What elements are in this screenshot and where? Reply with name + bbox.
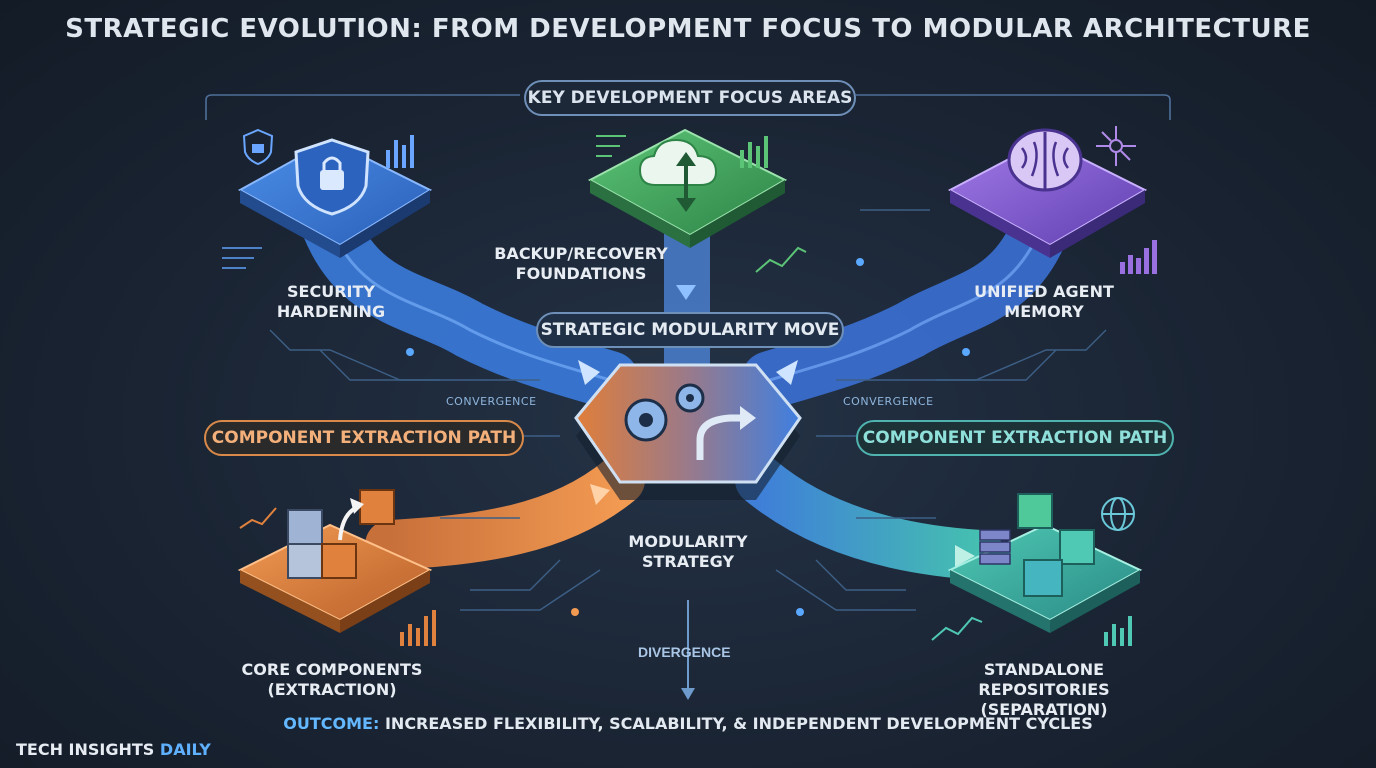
backup-bar-chart-icon [740,136,768,168]
security-bar-chart-icon [386,135,414,168]
strategic-move-label: STRATEGIC MODULARITY MOVE [536,312,844,348]
divergence-label: DIVERGENCE [638,644,731,660]
branch-arrow-icon [696,406,756,460]
brand-logo: TECH INSIGHTS DAILY [16,740,211,759]
flow-memory-highlight [769,229,1042,382]
network-node-icon [1096,126,1136,166]
standalone-repos-label: STANDALONE REPOSITORIES (SEPARATION) [978,660,1110,719]
standalone-trend-icon [931,616,983,641]
page-title: STRATEGIC EVOLUTION: FROM DEVELOPMENT FO… [65,14,1311,44]
extraction-path-right: COMPONENT EXTRACTION PATH [856,420,1174,456]
arrow-security-in [578,360,600,385]
focus-areas-heading: KEY DEVELOPMENT FOCUS AREAS [524,80,856,116]
arrow-core [590,484,610,505]
modularity-strategy-label: MODULARITY STRATEGY [628,532,748,571]
flow-standalone [735,455,1005,580]
circuit-lines [269,209,1107,611]
extraction-path-left: COMPONENT EXTRACTION PATH [204,420,524,456]
outcome-statement: OUTCOME: INCREASED FLEXIBILITY, SCALABIL… [0,714,1376,733]
circuit-dot-orange [571,608,579,616]
bracket-left [205,94,520,120]
globe-icon [1101,497,1135,531]
shield-lock-icon [294,138,370,216]
flow-security-highlight [328,224,611,382]
convergence-left-label: CONVERGENCE [446,395,537,408]
core-components-label: CORE COMPONENTS (EXTRACTION) [241,660,423,699]
repo-cubes-icon [979,493,1095,597]
arrow-backup-down [676,285,696,300]
security-list-icon [222,247,262,269]
core-bar-chart-icon [400,610,436,646]
standalone-bar-chart-icon [1104,616,1132,646]
outcome-text: INCREASED FLEXIBILITY, SCALABILITY, & IN… [384,714,1093,733]
brand-name: TECH INSIGHTS [16,740,155,759]
small-shield-icon [242,128,274,166]
outcome-prefix: OUTCOME: [283,714,380,733]
arrow-divergence [681,688,695,700]
memory-bar-chart-icon [1120,240,1157,274]
core-trend-icon [239,507,277,529]
brand-accent: DAILY [159,740,211,759]
arrow-standalone [955,545,975,567]
convergence-right-label: CONVERGENCE [843,395,934,408]
circuit-dots [406,258,970,616]
backup-label: BACKUP/RECOVERY FOUNDATIONS [494,244,668,283]
brain-icon [1007,128,1083,192]
memory-label: UNIFIED AGENT MEMORY [974,282,1114,321]
cube-stack-icon [287,489,395,579]
memory-platform [947,138,1148,258]
arrow-memory-in [776,360,798,385]
cloud-sync-icon [638,138,718,212]
backup-trend-icon [755,246,807,273]
security-label: SECURITY HARDENING [276,282,386,321]
flow-core [365,455,645,570]
bracket-right [856,94,1171,120]
backup-list-icon [596,135,626,157]
gears-icon [624,383,705,442]
